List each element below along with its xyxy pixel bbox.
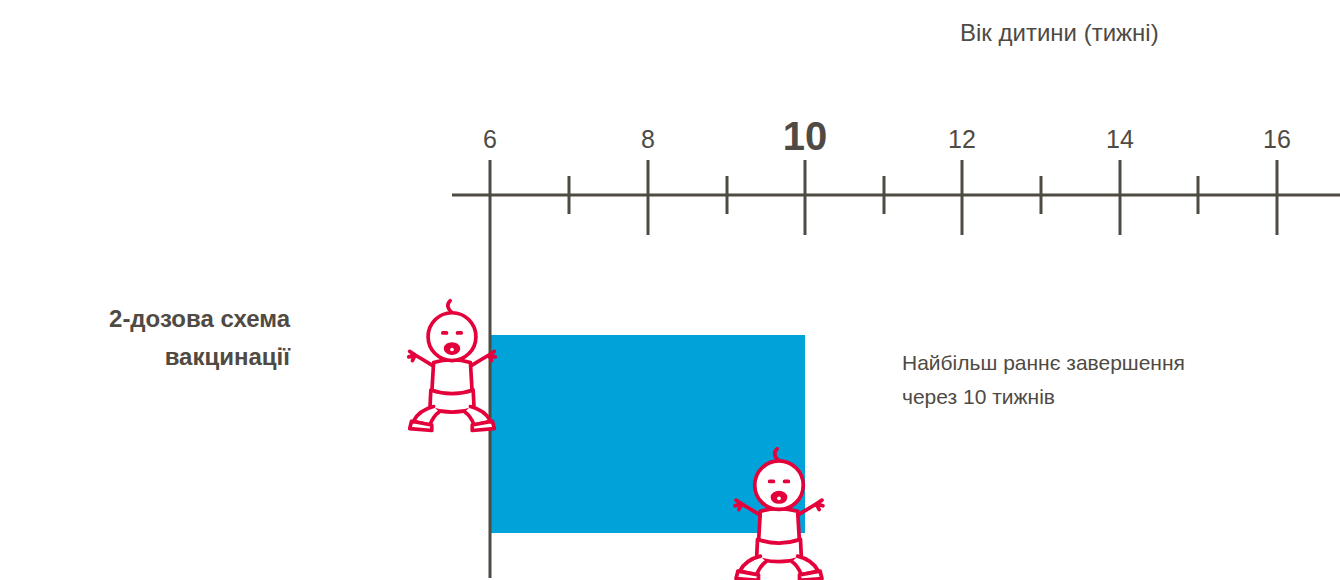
tick-number: 8	[608, 124, 688, 154]
tick-number: 16	[1237, 124, 1317, 154]
tick-number: 10	[755, 112, 855, 160]
row-label: 2-дозова схема вакцинації	[40, 300, 290, 376]
age-axis	[452, 160, 1340, 578]
baby-icon	[409, 301, 495, 431]
tick-number: 12	[922, 124, 1002, 154]
note-text: Найбільш раннє завершення через 10 тижні…	[902, 346, 1232, 414]
tick-number: 6	[450, 124, 530, 154]
baby-icon	[735, 449, 823, 580]
axis-title: Вік дитини (тижні)	[960, 18, 1300, 47]
dose-interval-bar	[490, 335, 805, 533]
tick-number: 14	[1080, 124, 1160, 154]
